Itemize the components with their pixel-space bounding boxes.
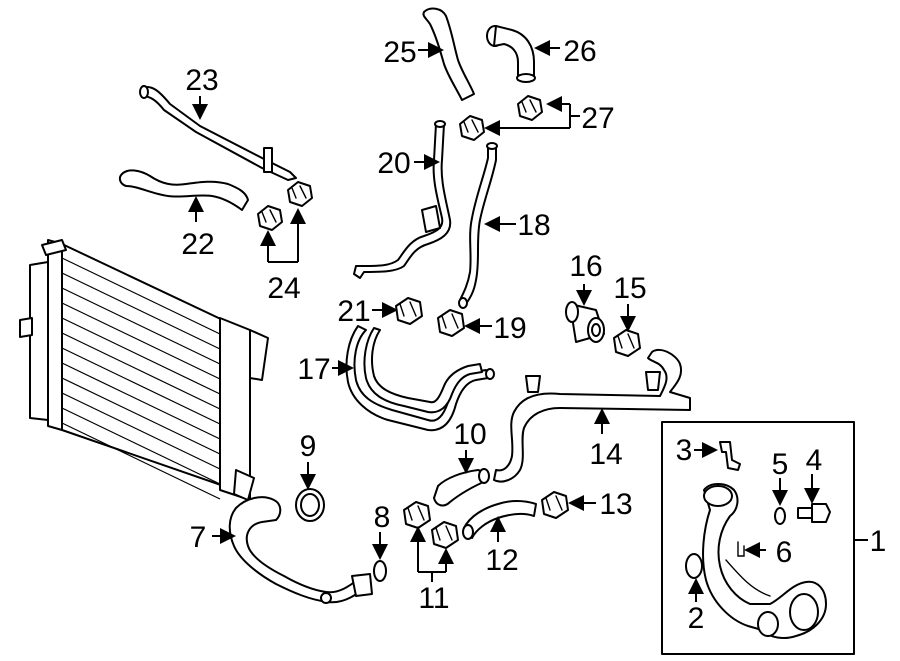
hose-22 [118,169,249,211]
radiator-fin [61,332,221,410]
radiator-fin [61,362,221,440]
callout-21: 21 [337,295,370,328]
pipe-7 [228,496,373,604]
pipe-14 [493,348,691,483]
callout-18: 18 [517,209,550,242]
radiator-fin [61,392,221,470]
pipe-assembly-1 [702,483,827,639]
callout-11: 11 [418,582,449,615]
o-ring-8 [373,560,387,582]
callout-9: 9 [300,430,317,463]
hose-10 [433,468,490,507]
clamp-13 [541,491,569,519]
callout-6: 6 [776,536,793,569]
callout-25: 25 [383,36,416,69]
callout-19: 19 [493,312,526,345]
callout-17: 17 [297,353,330,386]
callout-23: 23 [185,64,218,97]
hose-25 [422,7,475,101]
callout-22: 22 [181,228,214,261]
callout-1: 1 [870,525,887,558]
clamp-21 [395,297,423,325]
callout-20: 20 [377,147,410,180]
radiator-fin [61,347,221,425]
callout-8: 8 [374,501,391,534]
pipe-20 [353,120,452,279]
callout-26: 26 [563,35,596,68]
leader-lines [188,40,868,602]
callout-27: 27 [581,102,614,135]
clamp-15 [613,329,641,357]
radiator-fin [61,287,221,365]
callout-3: 3 [676,434,693,467]
radiator-fin [61,377,221,455]
callout-5: 5 [772,448,789,481]
pipe-17 [345,325,495,432]
filter-16 [565,301,605,343]
clamp-27a [517,95,543,121]
callout-13: 13 [599,488,632,521]
callout-7: 7 [190,521,207,554]
radiator-fin [61,422,221,500]
clamp-11a [403,501,431,529]
o-ring-9 [295,488,325,522]
clamp-27b [459,115,485,141]
callout-16: 16 [569,250,602,283]
radiator-fin [61,257,221,335]
clamp-24a [257,205,283,231]
callout-24: 24 [267,272,300,305]
hose-12 [462,500,537,540]
radiator-fin [61,302,221,380]
hose-26 [486,25,536,83]
o-ring-5 [774,507,786,525]
callout-12: 12 [485,544,518,577]
callout-labels: 1 2 3 4 5 6 7 8 9 10 11 12 13 14 15 16 1… [181,35,886,635]
clip-3 [719,441,741,471]
pipe-18 [458,142,498,309]
clamp-19 [437,309,465,337]
callout-4: 4 [806,444,823,477]
coolant-pipe-23 [139,85,297,181]
radiator-fin [61,272,221,350]
callout-10: 10 [453,418,486,451]
clamp-11b [431,521,459,549]
clamp-24b [287,181,313,207]
callout-14: 14 [589,438,622,471]
o-ring-2 [685,553,703,579]
radiator [19,239,269,501]
callout-2: 2 [688,602,705,635]
radiator-fin [61,407,221,485]
callout-15: 15 [613,272,646,305]
bolt-4 [797,503,831,523]
radiator-fin [61,317,221,395]
